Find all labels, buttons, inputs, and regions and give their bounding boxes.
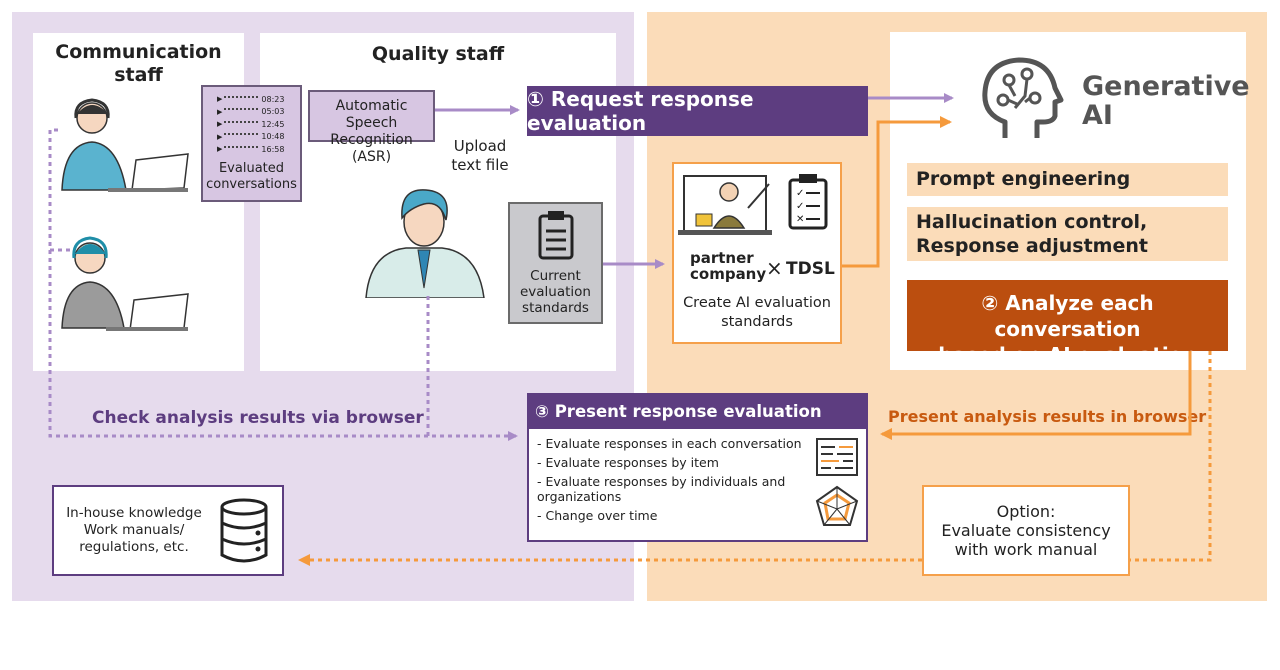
- evaluation-report-box: ③ Present response evaluation report - E…: [527, 393, 868, 542]
- play-icon: ▶: [217, 120, 223, 129]
- communication-staff-person-2: [61, 236, 189, 331]
- asr-label: Automatic Speech Recognition (ASR): [330, 98, 413, 165]
- report-title: ③ Present response evaluation report: [529, 395, 866, 455]
- option-box: Option: Evaluate consistency with work m…: [922, 485, 1130, 576]
- conversation-timestamp: 12:45: [261, 119, 285, 129]
- communication-staff-person-1: [61, 98, 189, 192]
- report-item-list: - Evaluate responses in each conversatio…: [529, 429, 807, 523]
- conversation-row: ▶ 08:23: [217, 93, 300, 105]
- waveform-icon: [224, 145, 259, 153]
- conversation-timestamp: 16:58: [261, 144, 285, 154]
- times-symbol: ×: [766, 256, 783, 280]
- partner-tdsl-box: ✓ ✓ ✕ partner company × TDSL Create AI e…: [672, 162, 842, 344]
- option-label: Option: Evaluate consistency with work m…: [941, 502, 1111, 559]
- quality-staff-title: Quality staff: [371, 43, 505, 65]
- partner-company-label: partner company: [690, 249, 767, 283]
- request-evaluation-banner: ① Request response evaluation: [527, 86, 868, 136]
- upload-text-file-label: Upload text file: [451, 137, 509, 174]
- hallucination-control-bar: Hallucination control, Response adjustme…: [907, 207, 1228, 261]
- conversation-timestamp: 10:48: [261, 132, 285, 142]
- svg-text:✓: ✓: [796, 201, 804, 212]
- current-standards-box: Current evaluation standards: [508, 202, 603, 324]
- present-results-label: Present analysis results in browser: [888, 407, 1207, 426]
- conversation-timestamp: 05:03: [261, 107, 285, 117]
- conversation-row: ▶ 10:48: [217, 131, 300, 143]
- conversation-timestamp: 08:23: [261, 94, 285, 104]
- tdsl-label: TDSL: [786, 259, 835, 279]
- play-icon: ▶: [217, 132, 223, 141]
- waveform-icon: [224, 133, 259, 140]
- prompt-engineering-bar: Prompt engineering: [907, 163, 1228, 196]
- ai-head-icon: [982, 57, 1064, 138]
- create-standards-label: Create AI evaluation standards: [683, 295, 831, 330]
- conversation-row: ▶ 12:45: [217, 118, 300, 130]
- clipboard-icon: [538, 211, 574, 260]
- in-house-knowledge-box: In-house knowledge Work manuals/ regulat…: [52, 485, 284, 576]
- analyze-conversation-banner: ② Analyze each conversation based on AI …: [907, 280, 1228, 367]
- waveform-icon: [224, 120, 259, 128]
- conversation-row: ▶ 16:58: [217, 143, 300, 155]
- play-icon: ▶: [217, 145, 223, 154]
- knowledge-label: In-house knowledge Work manuals/ regulat…: [66, 505, 202, 555]
- report-chart-icons: [815, 438, 859, 526]
- play-icon: ▶: [217, 95, 223, 103]
- generative-ai-label: Generative AI: [1082, 71, 1250, 131]
- play-icon: ▶: [217, 107, 223, 116]
- report-item: - Evaluate responses in each conversatio…: [537, 436, 802, 451]
- teacher-illustration-icon: ✓ ✓ ✕: [678, 174, 828, 235]
- report-item: - Evaluate responses by individuals and …: [537, 474, 786, 504]
- evaluated-conversations-box: ▶ 08:23 ▶ 05:03 ▶ 12:45 ▶ 10:48 ▶ 16:58 Evaluated…: [201, 85, 302, 202]
- waveform-icon: [224, 108, 259, 115]
- waveform-icon: [224, 95, 259, 103]
- communication-staff-title: Communication staff: [55, 41, 222, 86]
- current-standards-label: Current evaluation standards: [519, 268, 591, 316]
- report-item: - Evaluate responses by item: [537, 455, 719, 470]
- database-icon: [220, 498, 268, 563]
- asr-box: Automatic Speech Recognition (ASR): [308, 90, 435, 165]
- check-results-label: Check analysis results via browser: [92, 408, 424, 428]
- timestamp-list: ▶ 08:23 ▶ 05:03 ▶ 12:45 ▶ 10:48 ▶ 16:58: [217, 93, 300, 155]
- svg-text:✕: ✕: [796, 214, 804, 225]
- evaluated-conversations-label: Evaluated conversations: [206, 161, 297, 192]
- conversation-row: ▶ 05:03: [217, 106, 300, 118]
- quality-staff-person: [365, 189, 485, 298]
- report-item: - Change over time: [537, 508, 658, 523]
- svg-text:✓: ✓: [796, 188, 804, 199]
